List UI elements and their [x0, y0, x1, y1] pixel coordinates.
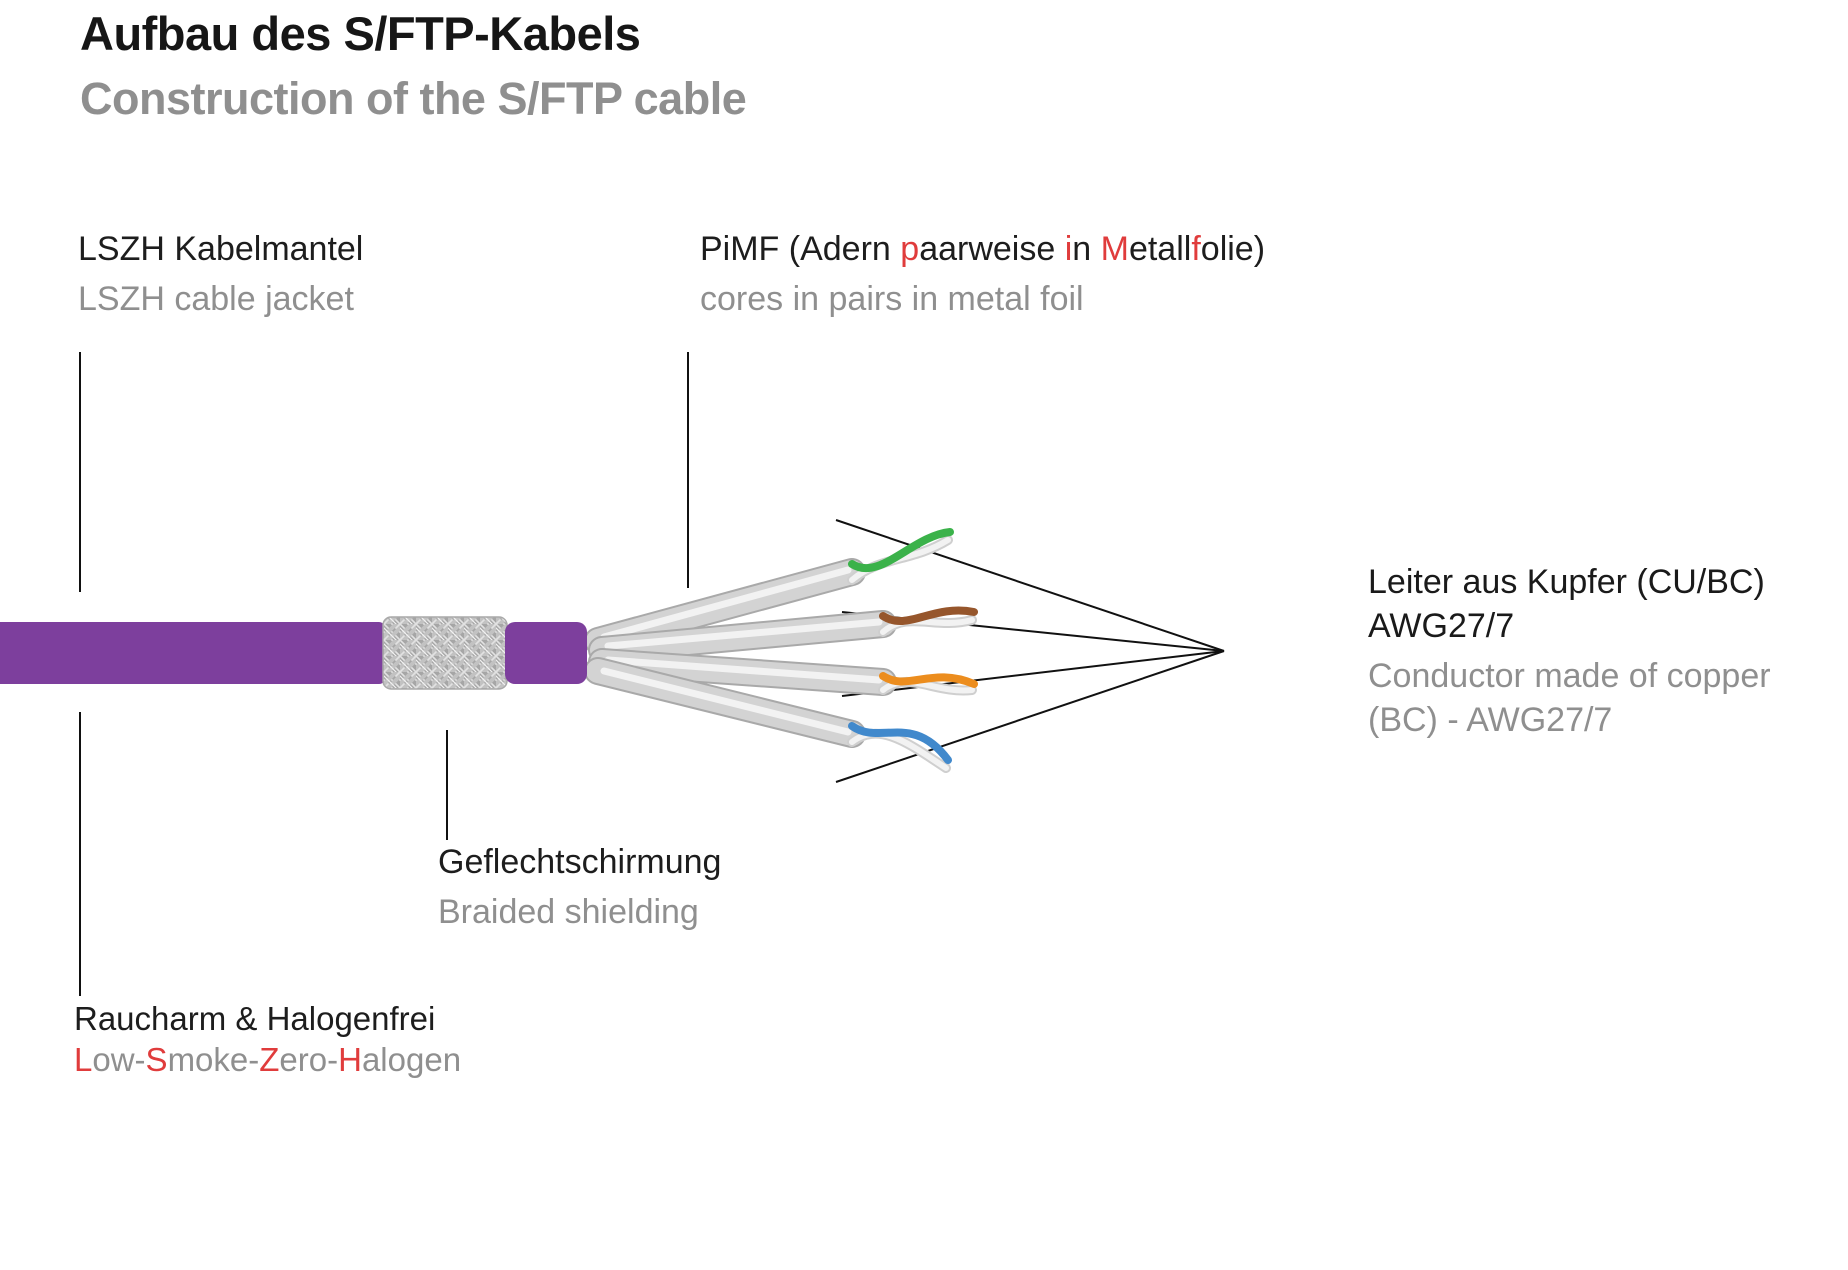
- label-smoke: Raucharm & Halogenfrei Low-Smoke-Zero-Ha…: [74, 1002, 461, 1076]
- label-conductor-de-line2: AWG27/7: [1368, 607, 1515, 645]
- label-pimf-de: PiMF (Adern paarweise in Metallfolie): [700, 230, 1266, 268]
- label-jacket: LSZH Kabelmantel LSZH cable jacket: [78, 232, 363, 316]
- label-pimf-en: cores in pairs in metal foil: [700, 280, 1084, 318]
- label-conductor-en-line1: Conductor made of copper: [1368, 657, 1771, 695]
- braid-shield-section: [382, 616, 508, 690]
- cable-jacket-left: [0, 622, 385, 684]
- label-conductor-en-line2: (BC) - AWG27/7: [1368, 701, 1613, 739]
- label-braid: Geflechtschirmung Braided shielding: [438, 845, 721, 929]
- wire-pair-green: [584, 528, 954, 655]
- label-jacket-de: LSZH Kabelmantel: [78, 230, 364, 268]
- wire-pair-blue: [584, 657, 952, 773]
- wire-pair-brown: [588, 606, 978, 664]
- label-braid-en: Braided shielding: [438, 893, 699, 931]
- label-smoke-de: Raucharm & Halogenfrei: [74, 1000, 436, 1037]
- label-conductor: Leiter aus Kupfer (CU/BC) AWG27/7 Conduc…: [1368, 560, 1848, 742]
- label-jacket-en: LSZH cable jacket: [78, 280, 354, 318]
- wire-pair-orange: [588, 648, 978, 696]
- cable-jacket-right: [505, 622, 587, 684]
- page-header: Aufbau des S/FTP-Kabels Construction of …: [80, 6, 747, 125]
- page-subtitle: Construction of the S/FTP cable: [80, 73, 747, 124]
- label-conductor-de-line1: Leiter aus Kupfer (CU/BC): [1368, 563, 1765, 601]
- page-title: Aufbau des S/FTP-Kabels: [80, 7, 641, 60]
- label-braid-de: Geflechtschirmung: [438, 843, 722, 881]
- label-smoke-en: Low-Smoke-Zero-Halogen: [74, 1041, 462, 1078]
- label-pimf: PiMF (Adern paarweise in Metallfolie) co…: [700, 232, 1265, 316]
- conductor-fan-lines: [835, 519, 1225, 783]
